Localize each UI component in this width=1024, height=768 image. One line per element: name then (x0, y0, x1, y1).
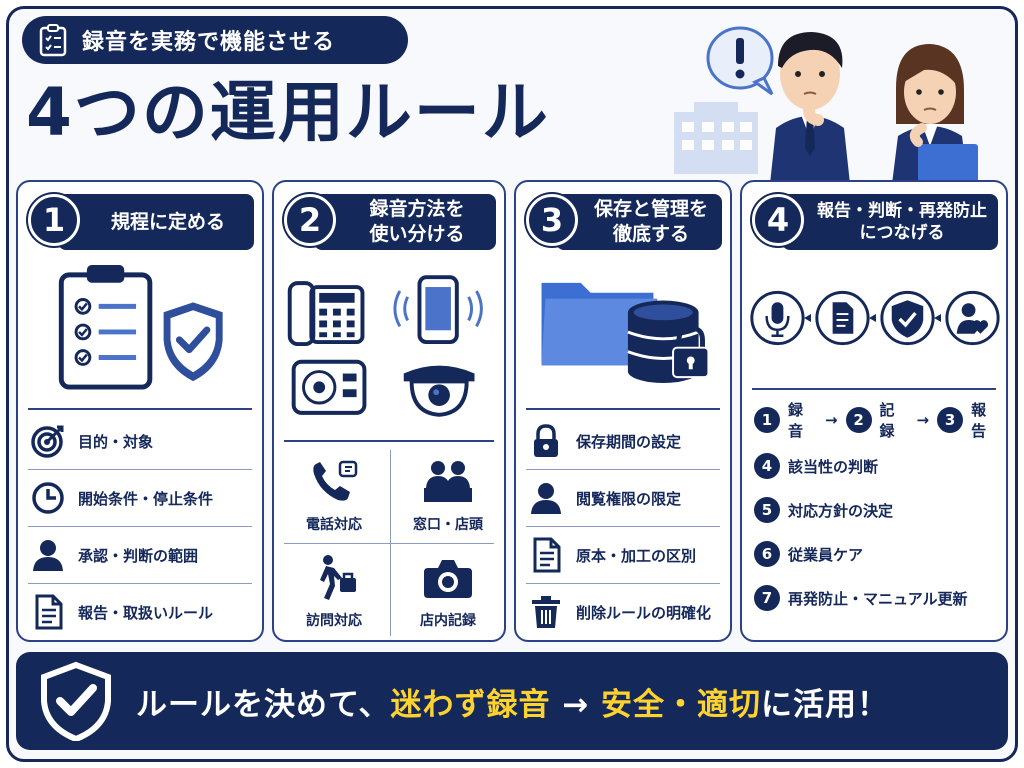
panel-title: 保存と管理を徹底する (556, 194, 722, 250)
alert-bubble-icon (706, 26, 774, 96)
shield-check-icon (41, 661, 111, 741)
clipboard-icon (58, 265, 153, 390)
list-item: 原本・加工の区別 (528, 528, 722, 582)
person-heart-icon (956, 303, 989, 334)
woman-figure (892, 44, 978, 184)
concerned-staff-illustration (674, 26, 978, 184)
walking-person-icon (320, 555, 356, 600)
panel-storage-management: 3 保存と管理を徹底する 保存期間の設定 (514, 180, 732, 642)
method-in-store: 店内記録 (392, 546, 504, 638)
database-icon (627, 300, 700, 384)
method-visit: 訪問対応 (278, 546, 390, 638)
person-icon (531, 483, 561, 514)
recording-devices-illustration (287, 275, 483, 417)
secure-storage-illustration (541, 282, 710, 384)
page-title: 4つの運用ルール (26, 74, 550, 151)
panel-title: 録音方法を使い分ける (314, 194, 496, 250)
document-icon (832, 302, 854, 334)
method-counter: 窓口・店頭 (392, 450, 504, 542)
microphone-icon (765, 302, 790, 337)
panel-title: 規程に定める (58, 194, 254, 250)
checklist-shield-illustration (58, 265, 223, 390)
person-icon (33, 540, 63, 571)
list-item: 削除ルールの明確化 (528, 585, 722, 639)
clock-icon (32, 482, 64, 514)
footer-banner: ルールを決めて、迷わず録音 → 安全・適切に活用！ (16, 652, 1008, 750)
camera-icon (424, 560, 472, 598)
list-item: 保存期間の設定 (528, 414, 722, 468)
building-icon (674, 102, 758, 174)
voice-recorder-icon (291, 359, 367, 415)
list-item: 承認・判断の範囲 (30, 528, 254, 582)
panel-title: 報告・判断・再発防止につなげる (782, 194, 998, 250)
list-item: 閲覧権限の限定 (528, 471, 722, 525)
shield-check-icon (163, 302, 223, 382)
list-item: 目的・対象 (30, 414, 254, 468)
security-camera-icon (403, 365, 475, 417)
panel-number: 4 (752, 194, 804, 246)
list-item: 報告・取扱いルール (30, 585, 254, 639)
panel-recording-methods: 2 録音方法を使い分ける (272, 180, 506, 642)
process-flow-illustration (750, 290, 1000, 346)
lock-icon (534, 424, 558, 457)
target-icon (31, 425, 64, 458)
counter-icon (424, 461, 472, 502)
checklist-icon (39, 24, 67, 57)
list-item: 開始条件・停止条件 (30, 471, 254, 525)
man-figure (770, 32, 850, 184)
document-icon (533, 537, 561, 573)
shield-check-icon (891, 300, 924, 338)
panel-number: 3 (526, 194, 578, 246)
panel-number: 2 (284, 194, 336, 246)
panel-number: 1 (28, 194, 80, 246)
document-icon (35, 594, 63, 630)
trash-icon (532, 596, 560, 628)
method-phone: 電話対応 (278, 450, 390, 542)
desk-phone-icon (287, 281, 365, 347)
smartphone-icon (393, 275, 483, 345)
footer-message: ルールを決めて、迷わず録音 → 安全・適切に活用！ (136, 686, 890, 723)
phone-icon (313, 460, 358, 501)
padlock-icon (672, 325, 710, 379)
subtitle-text: 録音を実務で機能させる (82, 30, 336, 55)
panel-regulations: 1 規程に定める 目的・対象 (16, 180, 264, 642)
subtitle-pill: 録音を実務で機能させる (22, 16, 408, 64)
